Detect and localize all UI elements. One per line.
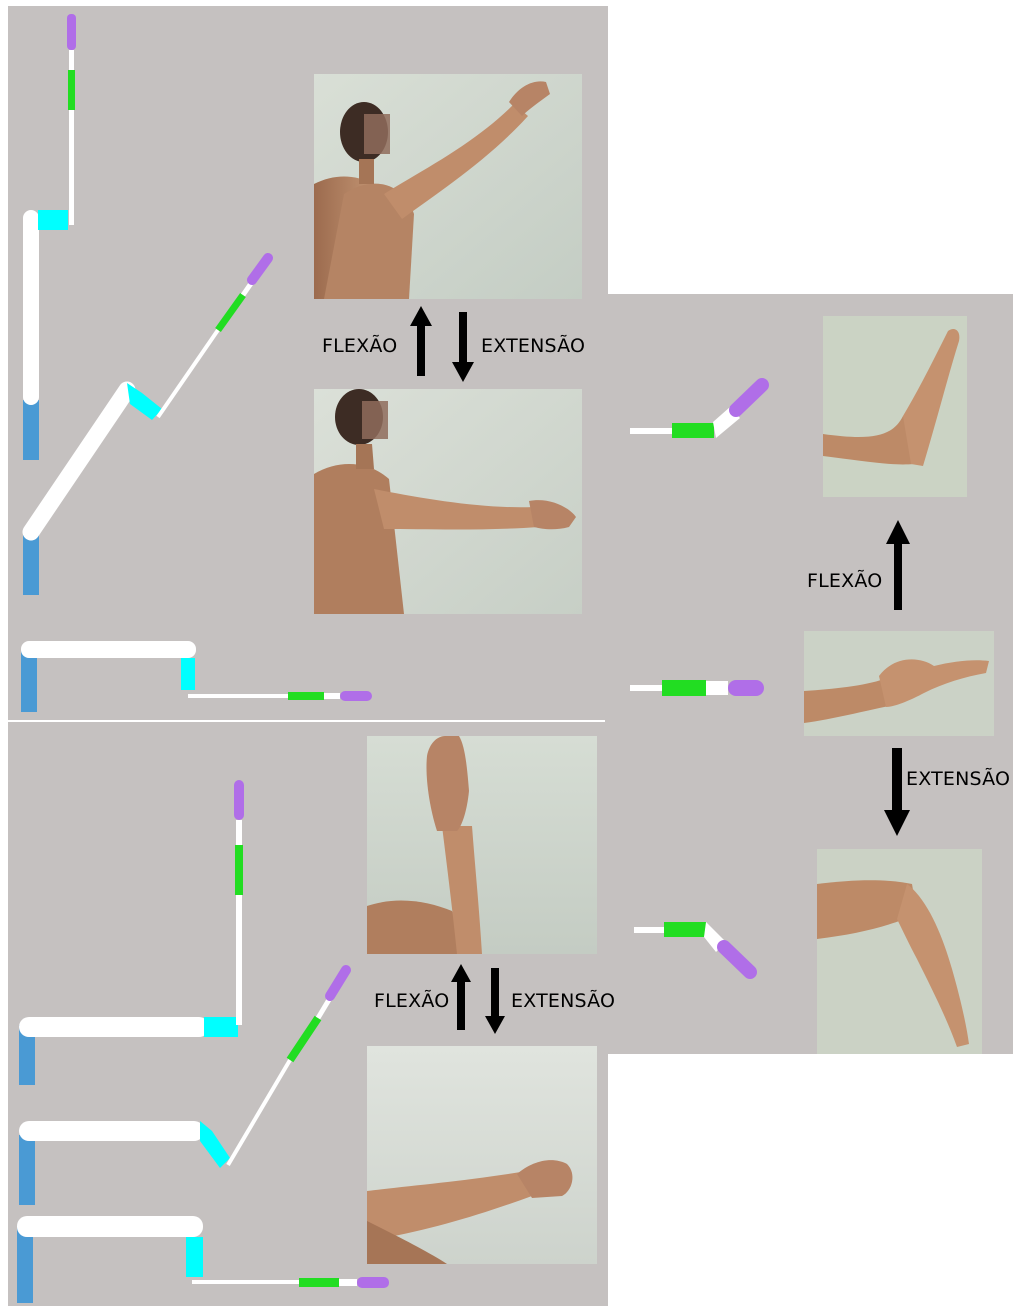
base-segment xyxy=(19,1135,35,1205)
forearm-green-segment xyxy=(290,1018,318,1060)
upper-arm-segment xyxy=(19,1121,204,1141)
upper-arm-segment xyxy=(17,1216,203,1237)
elbow-joint xyxy=(204,1017,238,1037)
shoulder-extension-label: EXTENSÃO xyxy=(481,335,585,357)
forearm-segment xyxy=(69,110,74,225)
hand-bent-down-photo-icon xyxy=(817,849,982,1054)
hand-purple-segment xyxy=(340,691,372,701)
elbow-joint xyxy=(200,1121,230,1168)
wrist-pose-flat-diagram xyxy=(630,680,764,696)
shoulder-neutral-photo xyxy=(314,389,582,614)
wrist-extension-label: EXTENSÃO xyxy=(906,768,1010,790)
shoulder-joint xyxy=(127,383,162,420)
hand-segment xyxy=(236,820,242,845)
person-arm-raised-photo-icon xyxy=(314,74,582,299)
elbow-flexion-up-arrow-icon xyxy=(451,964,471,1030)
hand-purple-segment xyxy=(330,970,346,996)
upper-arm-segment xyxy=(31,390,127,532)
forearm-green-segment xyxy=(218,295,243,330)
forearm-green-segment xyxy=(288,692,324,700)
person-arm-forward-photo-icon xyxy=(314,389,582,614)
shoulder-pose-up-diagram xyxy=(23,14,76,460)
wrist-joint xyxy=(706,681,728,695)
wrist-neutral-photo xyxy=(804,631,994,736)
forearm-segment xyxy=(228,1060,290,1165)
elbow-extended-photo xyxy=(367,1046,597,1264)
hand-purple-segment xyxy=(736,385,762,410)
forearm-green-segment xyxy=(68,70,75,110)
shoulder-joint xyxy=(181,658,195,690)
hand-purple-segment xyxy=(67,14,76,50)
wrist-extended-photo xyxy=(817,849,982,1054)
wrist-extension-down-arrow-icon xyxy=(884,748,910,836)
shoulder-flexion-label: FLEXÃO xyxy=(322,335,397,357)
shoulder-pose-horizontal-diagram xyxy=(21,641,372,712)
forearm-segment xyxy=(188,694,288,698)
forearm-segment xyxy=(236,895,242,1025)
base-segment xyxy=(23,535,39,595)
arm-extended-photo-icon xyxy=(367,1046,597,1264)
upper-arm-segment xyxy=(21,641,196,658)
hand-purple-segment xyxy=(724,947,750,972)
upper-arm-segment xyxy=(19,1017,209,1037)
elbow-pose-up-diagram xyxy=(19,780,244,1085)
shoulder-extension-down-arrow-icon xyxy=(452,312,474,382)
wrist-flexed-photo xyxy=(823,316,967,497)
forearm-green-segment xyxy=(672,423,714,438)
forearm-segment xyxy=(158,330,218,417)
elbow-pose-diagonal-diagram xyxy=(19,970,346,1205)
elbow-flexed-photo xyxy=(367,736,597,954)
hand-bent-up-photo-icon xyxy=(823,316,967,497)
base-segment xyxy=(23,400,39,460)
elbow-extension-down-arrow-icon xyxy=(485,968,505,1034)
base-segment xyxy=(21,650,37,712)
forearm-segment xyxy=(630,428,672,434)
forearm-segment xyxy=(630,685,662,691)
wrist-flexion-label: FLEXÃO xyxy=(807,570,882,592)
forearm-vertical-photo-icon xyxy=(367,736,597,954)
forearm-green-segment xyxy=(235,845,243,895)
hand-segment xyxy=(318,998,330,1018)
shoulder-flexion-up-arrow-icon xyxy=(410,306,432,376)
elbow-joint xyxy=(186,1237,203,1277)
hand-segment xyxy=(339,1279,357,1286)
elbow-extension-label: EXTENSÃO xyxy=(511,990,615,1012)
hand-segment xyxy=(324,693,340,699)
hand-purple-segment xyxy=(728,680,764,696)
hand-purple-segment xyxy=(234,780,244,820)
shoulder-flexed-photo xyxy=(314,74,582,299)
hand-purple-segment xyxy=(252,258,268,280)
upper-arm-segment xyxy=(23,210,39,405)
forearm-green-segment xyxy=(299,1278,339,1287)
shoulder-pose-diagonal-diagram xyxy=(23,258,268,595)
hand-flat-photo-icon xyxy=(804,631,994,736)
hand-purple-segment xyxy=(357,1277,389,1288)
shoulder-joint xyxy=(38,210,68,230)
elbow-flexion-label: FLEXÃO xyxy=(374,990,449,1012)
wrist-pose-down-diagram xyxy=(634,922,750,972)
forearm-green-segment xyxy=(662,680,706,696)
hand-segment xyxy=(69,50,74,70)
forearm-segment xyxy=(192,1280,299,1284)
elbow-pose-horizontal-diagram xyxy=(17,1216,389,1303)
forearm-green-segment xyxy=(664,922,706,937)
forearm-segment xyxy=(634,927,664,933)
wrist-flexion-up-arrow-icon xyxy=(886,520,910,610)
wrist-pose-up-diagram xyxy=(630,385,762,438)
